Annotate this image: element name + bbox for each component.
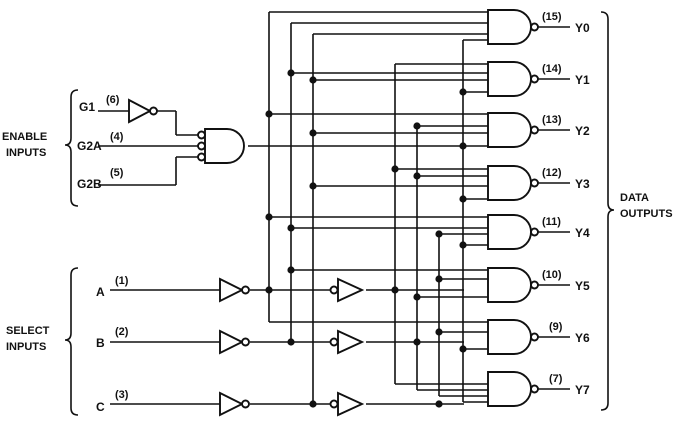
pin-label-y4: (11) <box>542 216 561 228</box>
output-gate-y3 <box>487 165 570 201</box>
outputs-brace <box>600 11 615 411</box>
output-label-y5: Y5 <box>575 279 590 293</box>
select-wiring <box>110 289 464 405</box>
output-gate-y5 <box>487 267 570 303</box>
input-label-g2a: G2A <box>77 139 102 153</box>
output-gate-y6 <box>487 319 570 355</box>
pin-label-y6: (9) <box>549 321 563 333</box>
data-group-label-line2: OUTPUTS <box>620 208 673 220</box>
pin-label-a: (1) <box>115 275 129 287</box>
output-label-y1: Y1 <box>575 73 590 87</box>
input-label-b: B <box>96 336 105 350</box>
enable-group-label-line2: INPUTS <box>6 147 46 159</box>
select-group-label-line1: SELECT <box>6 325 50 337</box>
output-label-y4: Y4 <box>575 226 590 240</box>
output-gate-y7 <box>487 371 570 407</box>
enable-group-label-line1: ENABLE <box>2 131 47 143</box>
output-gate-y2 <box>487 112 570 148</box>
gate-interconnect-wiring <box>268 11 488 404</box>
pin-label-y3: (12) <box>542 167 562 179</box>
output-label-y6: Y6 <box>575 331 590 345</box>
pin-label-g2a: (4) <box>110 131 124 143</box>
select-brace <box>64 267 79 416</box>
output-gate-y4 <box>487 214 570 250</box>
output-label-y2: Y2 <box>575 124 590 138</box>
pin-label-y0: (15) <box>542 11 562 23</box>
output-label-y0: Y0 <box>575 21 590 35</box>
enable-inverter <box>128 98 158 124</box>
pin-label-y1: (14) <box>542 63 562 75</box>
select-inverters <box>219 277 365 417</box>
input-label-c: C <box>96 400 105 414</box>
output-label-y3: Y3 <box>575 177 590 191</box>
output-label-y7: Y7 <box>575 383 590 397</box>
junction-dots <box>265 69 467 408</box>
pin-label-c: (3) <box>115 389 129 401</box>
output-gate-y0 <box>487 9 570 45</box>
input-label-g2b: G2B <box>77 177 102 191</box>
pin-label-g2b: (5) <box>110 167 124 179</box>
pin-label-y7: (7) <box>549 373 563 385</box>
enable-wiring <box>98 110 463 186</box>
output-gate-y1 <box>487 61 570 97</box>
enable-gate <box>197 128 245 164</box>
pin-label-y2: (13) <box>542 114 562 126</box>
data-group-label-line1: DATA <box>620 192 649 204</box>
enable-brace <box>64 89 79 207</box>
output-gates <box>487 9 570 407</box>
input-label-a: A <box>96 285 105 299</box>
pin-label-b: (2) <box>115 326 129 338</box>
pin-label-y5: (10) <box>542 269 562 281</box>
input-label-g1: G1 <box>79 100 95 114</box>
pin-label-g1: (6) <box>106 94 120 106</box>
select-group-label-line2: INPUTS <box>6 341 46 353</box>
